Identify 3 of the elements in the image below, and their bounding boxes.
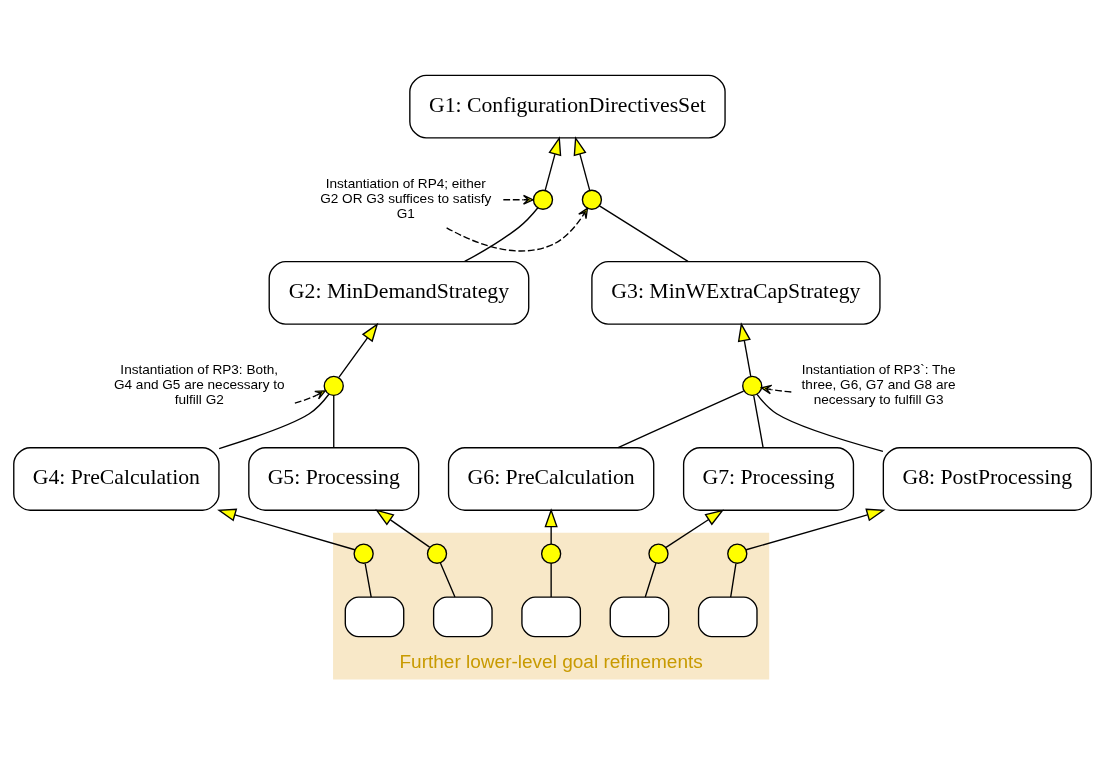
node-text: Instantiation of RP3: Both, G4 and G5 are necessary to fulfill G2 xyxy=(113,362,285,408)
node-text: Instantiation of RP3`: The three, G6, G7 and G8 are necessary to fulfill G3 xyxy=(801,362,956,408)
node-text: Instantiation of RP4; either G2 OR G3 suffices to satisfy G1 xyxy=(320,176,492,222)
